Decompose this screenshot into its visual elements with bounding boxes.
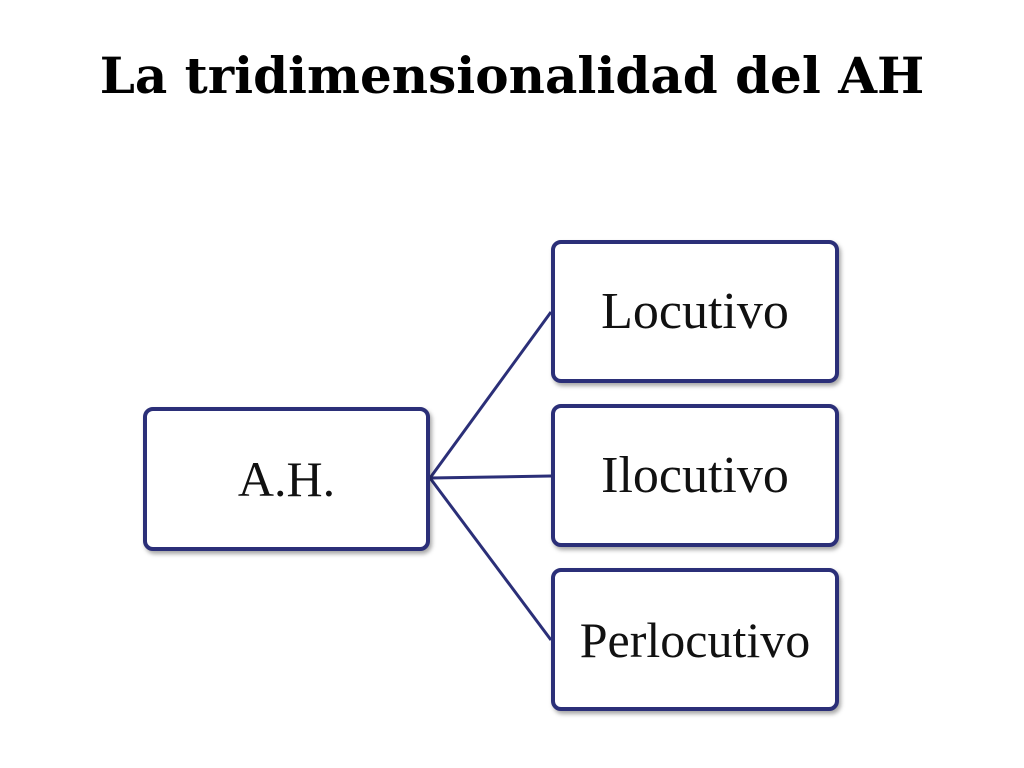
child-node-locutivo: Locutivo — [551, 240, 839, 383]
connector-ilocutivo — [429, 474, 552, 480]
root-node-ah: A.H. — [143, 407, 430, 551]
child-node-ilocutivo: Ilocutivo — [551, 404, 839, 547]
connector-perlocutivo — [428, 477, 553, 641]
child-node-label: Locutivo — [601, 283, 789, 340]
child-node-perlocutivo: Perlocutivo — [551, 568, 839, 711]
connector-locutivo — [428, 311, 553, 479]
child-node-label: Perlocutivo — [579, 611, 811, 668]
root-node-label: A.H. — [237, 451, 336, 507]
child-node-label: Ilocutivo — [601, 447, 789, 504]
slide-title: La tridimensionalidad del AH — [99, 46, 925, 105]
